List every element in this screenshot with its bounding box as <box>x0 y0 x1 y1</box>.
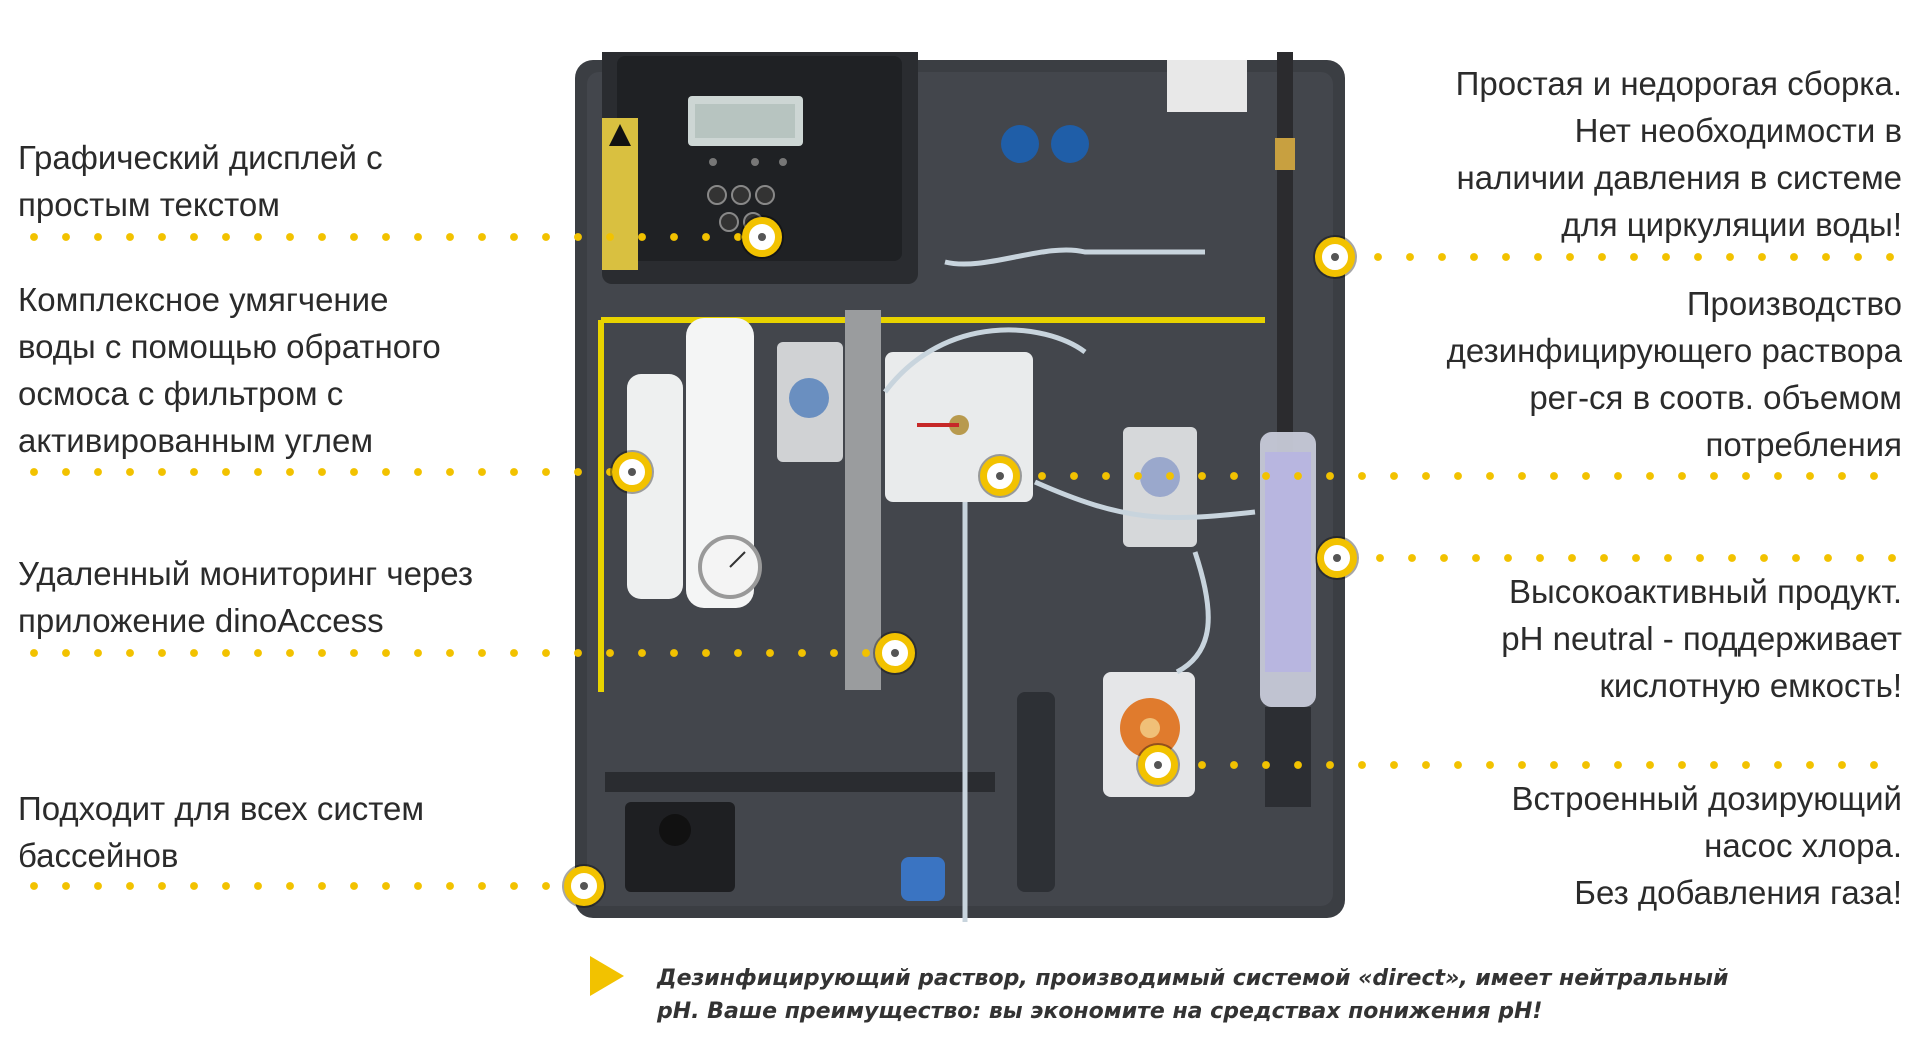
feature-graphic-display: Графический дисплей с простым текстом <box>18 134 383 228</box>
callout-marker-icon <box>980 456 1020 496</box>
feature-line: простым текстом <box>18 186 280 223</box>
feature-remote-monitoring: Удаленный мониторинг через приложение di… <box>18 550 473 644</box>
feature-line: Высокоактивный продукт. <box>1509 573 1902 610</box>
blue-valve <box>901 857 945 901</box>
feature-line: Нет необходимости в <box>1574 112 1902 149</box>
callout-marker-icon <box>612 452 652 492</box>
callout-leader-line <box>18 233 742 241</box>
info-sticker <box>1167 60 1247 112</box>
feature-high-activity: Высокоактивный продукт. pH neutral - под… <box>1501 568 1902 709</box>
feature-line: Без добавления газа! <box>1574 874 1902 911</box>
footnote: Дезинфицирующий раствор, производимый си… <box>657 962 1728 1028</box>
callout-marker-icon <box>1317 538 1357 578</box>
callout-marker-icon <box>1315 237 1355 277</box>
feature-line: для циркуляции воды! <box>1561 206 1902 243</box>
cable-rail <box>845 310 881 690</box>
callout-leader-line <box>18 649 878 657</box>
feature-line: рег-ся в соотв. объемом <box>1529 379 1902 416</box>
feature-line: наличии давления в системе <box>1456 159 1902 196</box>
callout-leader-line <box>1364 554 1902 562</box>
callout-marker-icon <box>875 633 915 673</box>
feature-line: активированным углем <box>18 422 374 459</box>
feature-chlorine-pump: Встроенный дозирующий насос хлора. Без д… <box>1511 775 1902 916</box>
feature-line: Производство <box>1686 285 1902 322</box>
play-triangle-icon <box>590 956 624 996</box>
feature-line: Подходит для всех систем <box>18 790 425 827</box>
callout-leader-line <box>1186 761 1902 769</box>
feature-line: насос хлора. <box>1704 827 1902 864</box>
ro-filter-large <box>686 318 754 608</box>
gloves-safety-icon <box>1051 125 1089 163</box>
equipment-panel-illustration <box>575 52 1345 922</box>
callout-leader-line <box>1362 253 1902 261</box>
feature-line: Встроенный дозирующий <box>1511 780 1902 817</box>
feature-line: приложение dinoAccess <box>18 602 384 639</box>
goggles-safety-icon <box>1001 125 1039 163</box>
feature-line: Простая и недорогая сборка. <box>1455 65 1902 102</box>
callout-marker-icon <box>1138 745 1178 785</box>
filter-cartridge <box>1017 692 1055 892</box>
feature-line: осмоса с фильтром с <box>18 375 344 412</box>
feature-line: бассейнов <box>18 837 179 874</box>
footnote-line: pH. Ваше преимущество: вы экономите на с… <box>657 999 1543 1024</box>
ro-filter-small <box>627 374 683 599</box>
feature-line: воды с помощью обратного <box>18 328 441 365</box>
feature-line: Удаленный мониторинг через <box>18 555 474 592</box>
feature-line: кислотную емкость! <box>1599 667 1902 704</box>
callout-leader-line <box>18 882 564 890</box>
feature-line: дезинфицирующего раствора <box>1446 332 1902 369</box>
feature-all-pools: Подходит для всех систем бассейнов <box>18 785 424 879</box>
feature-line: Графический дисплей с <box>18 139 383 176</box>
callout-marker-icon <box>564 866 604 906</box>
feature-line: Комплексное умягчение <box>18 281 389 318</box>
feature-line: pH neutral - поддерживает <box>1501 620 1902 657</box>
footnote-line: Дезинфицирующий раствор, производимый си… <box>657 966 1729 991</box>
valve-block <box>625 802 735 892</box>
callout-leader-line <box>1026 472 1902 480</box>
feature-water-softening: Комплексное умягчение воды с помощью обр… <box>18 276 441 464</box>
feature-easy-assembly: Простая и недорогая сборка. Нет необходи… <box>1456 60 1902 248</box>
callout-marker-icon <box>742 217 782 257</box>
feature-line: потребления <box>1705 426 1902 463</box>
feature-disinfectant-production: Производство дезинфицирующего раствора р… <box>1447 280 1902 468</box>
callout-leader-line <box>18 468 612 476</box>
